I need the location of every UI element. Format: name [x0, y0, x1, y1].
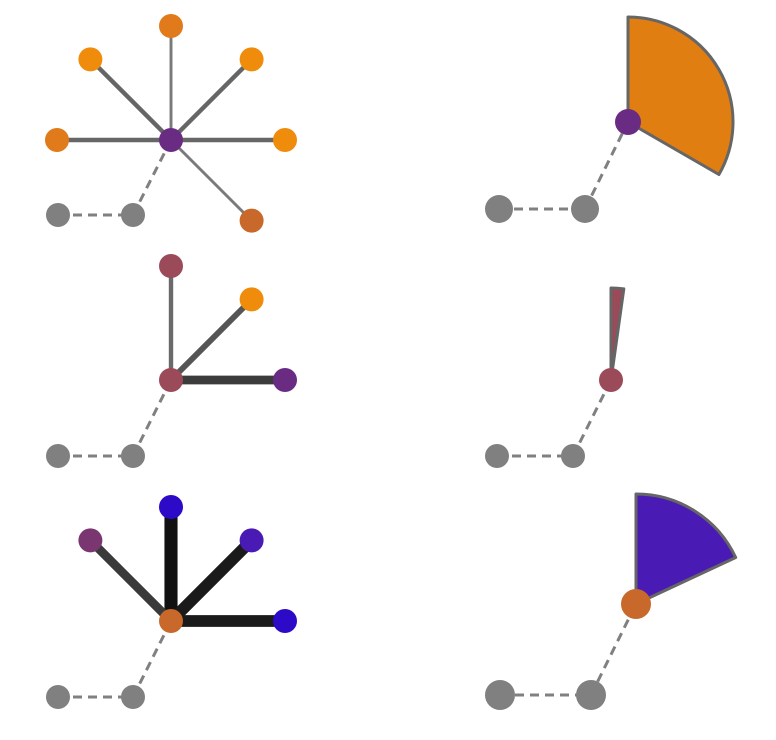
center-node: [599, 368, 623, 392]
chain-hub-node: [121, 685, 145, 709]
leaf-node-0: [159, 495, 183, 519]
leaf-node-1: [239, 287, 264, 312]
wedge-sector: [634, 492, 738, 606]
chain-tail-node: [485, 195, 513, 223]
center-node: [159, 128, 183, 152]
chain-hub-node: [561, 444, 585, 468]
center-node: [615, 109, 641, 135]
leaf-node-2: [273, 609, 297, 633]
leaf-node-1: [239, 47, 264, 72]
wedge-sector: [626, 15, 735, 176]
spoke-edge-1: [166, 536, 256, 626]
chain-link: [583, 121, 630, 210]
leaf-node-2: [273, 128, 297, 152]
chain-hub-node: [576, 680, 606, 710]
leaf-node-0: [159, 254, 183, 278]
chain-tail-node: [46, 685, 70, 709]
leaf-node-2: [273, 368, 297, 392]
panel-star-1: [45, 14, 297, 233]
spoke-edge-3: [87, 537, 175, 625]
spoke-edge-1: [169, 57, 254, 142]
chain-link: [131, 139, 173, 216]
leaf-node-4: [45, 128, 69, 152]
panel-star-2: [46, 254, 297, 468]
panel-wedge-3: [485, 492, 738, 710]
panel-wedge-2: [485, 286, 626, 468]
center-node: [159, 609, 183, 633]
chain-hub-node: [121, 444, 145, 468]
spoke-edge-3: [169, 138, 253, 222]
center-node: [159, 368, 183, 392]
leaf-node-1: [239, 528, 264, 553]
chain-tail-node: [46, 444, 70, 468]
leaf-node-3: [78, 528, 103, 553]
chain-link: [589, 603, 638, 696]
chain-tail-node: [46, 203, 70, 227]
wedge-sector: [609, 286, 626, 382]
center-node: [621, 589, 651, 619]
chain-tail-node: [485, 444, 509, 468]
leaf-node-3: [239, 208, 264, 233]
chain-link: [131, 620, 173, 698]
chain-hub-node: [121, 203, 145, 227]
chain-link: [131, 379, 173, 457]
chain-hub-node: [571, 195, 599, 223]
leaf-node-5: [78, 47, 103, 72]
spoke-edge-1: [168, 297, 254, 383]
chain-tail-node: [485, 680, 515, 710]
panel-star-3: [46, 495, 297, 709]
chain-link: [571, 379, 613, 457]
leaf-node-0: [159, 14, 183, 38]
spoke-edge-5: [88, 57, 173, 142]
panel-wedge-1: [485, 15, 735, 223]
